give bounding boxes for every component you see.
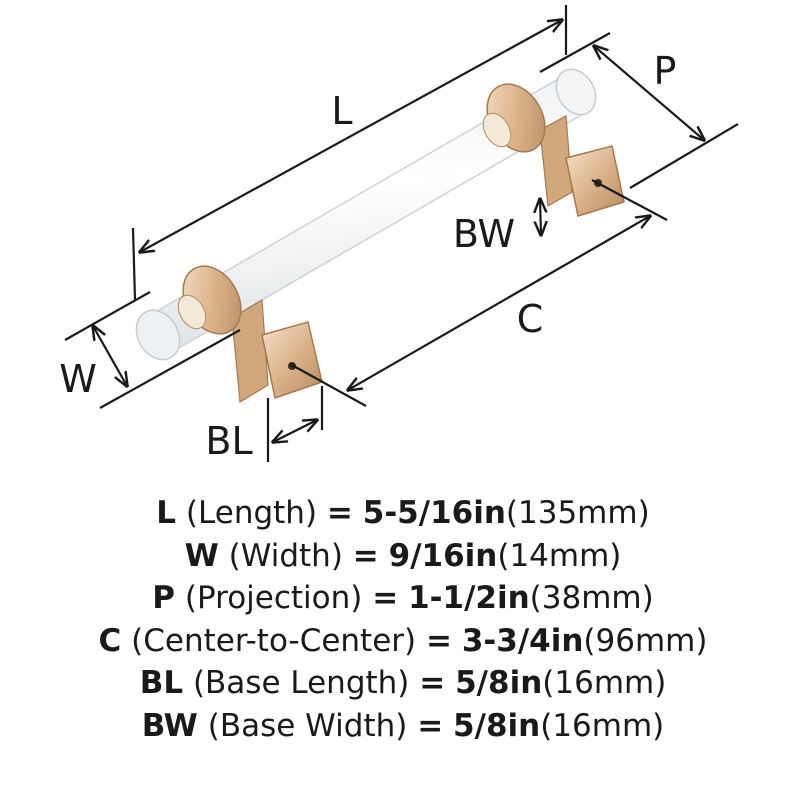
spec-abbr: W <box>184 537 219 574</box>
center-extension-right <box>591 179 668 221</box>
spec-imperial-value: 9/16in <box>388 537 498 574</box>
center-dimension-line <box>348 216 650 390</box>
spec-equals: = <box>419 665 446 701</box>
spec-description: (Base Width) <box>207 707 408 744</box>
spec-imperial-value: 3-3/4in <box>461 622 584 659</box>
spec-description: (Length) <box>185 495 318 531</box>
left-base-plate <box>261 321 323 399</box>
projection-label: P <box>654 49 677 93</box>
spec-equals: = <box>372 580 399 616</box>
spec-base-width: BW (Base Width) = 5/8in(16mm) <box>0 705 806 748</box>
spec-description: (Base Length) <box>192 665 410 701</box>
spec-imperial-value: 1-1/2in <box>408 580 530 616</box>
spec-abbr: L <box>156 495 177 531</box>
spec-width: W (Width) = 9/16in(14mm) <box>0 535 806 578</box>
projection-dimension-line <box>594 46 704 140</box>
spec-abbr: BL <box>139 665 184 701</box>
spec-equals: = <box>352 537 379 574</box>
projection-extension-bottom <box>629 123 739 189</box>
spec-equals: = <box>417 707 444 744</box>
projection-extension-top <box>539 32 611 73</box>
spec-imperial-value: 5-5/16in <box>362 495 506 531</box>
center-extension-left <box>289 363 367 407</box>
spec-metric-value: (14mm) <box>497 537 622 574</box>
base-width-dimension-line <box>540 199 541 235</box>
spec-length: L (Length) = 5-5/16in(135mm) <box>0 492 806 535</box>
spec-abbr: C <box>98 622 122 659</box>
spec-imperial-value: 5/8in <box>453 707 541 744</box>
spec-description: (Width) <box>228 537 343 574</box>
spec-abbr: P <box>152 580 176 616</box>
dimension-specs-list: L (Length) = 5-5/16in(135mm) W (Width) =… <box>0 492 806 747</box>
left-post <box>177 265 323 404</box>
dimension-lines <box>64 5 739 462</box>
width-label: W <box>59 357 97 401</box>
spec-projection: P (Projection) = 1-1/2in(38mm) <box>0 577 806 620</box>
width-extension-top <box>64 291 151 341</box>
spec-description: (Center-to-Center) <box>131 622 417 659</box>
spec-equals: = <box>425 622 452 659</box>
width-extension-bottom <box>99 329 241 409</box>
spec-equals: = <box>326 495 353 531</box>
length-label: L <box>331 89 352 133</box>
spec-abbr: BW <box>141 707 198 744</box>
spec-metric-value: (135mm) <box>505 495 650 531</box>
length-dimension-line <box>140 20 562 252</box>
spec-metric-value: (16mm) <box>540 707 665 744</box>
spec-metric-value: (96mm) <box>583 622 708 659</box>
rod-end-left <box>135 309 181 361</box>
spec-base-length: BL (Base Length) = 5/8in(16mm) <box>0 662 806 705</box>
base-length-label: BL <box>205 419 252 463</box>
cabinet-pull-dimension-diagram: L P BW C W BL <box>59 5 739 463</box>
width-dimension-line <box>93 326 127 386</box>
base-width-label: BW <box>453 212 515 256</box>
spec-imperial-value: 5/8in <box>455 665 543 701</box>
spec-metric-value: (38mm) <box>529 580 654 616</box>
spec-description: (Projection) <box>184 580 363 616</box>
spec-center-to-center: C (Center-to-Center) = 3-3/4in(96mm) <box>0 620 806 663</box>
length-extension-left <box>131 227 137 301</box>
spec-metric-value: (16mm) <box>542 665 667 701</box>
base-length-dimension-line <box>273 420 317 442</box>
center-to-center-label: C <box>517 297 544 341</box>
